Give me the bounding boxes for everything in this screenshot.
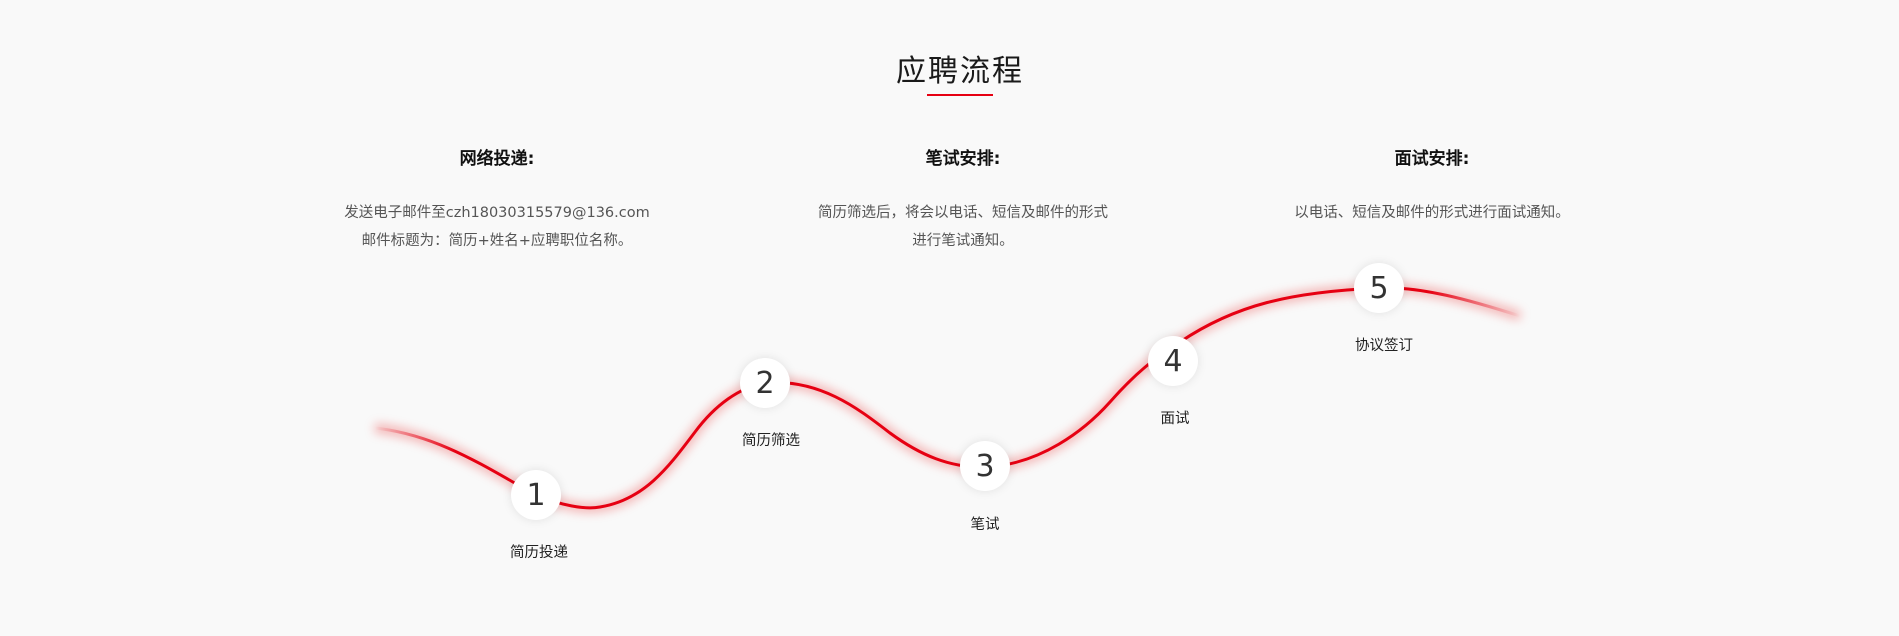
step-number: 2: [755, 365, 775, 401]
info-heading: 笔试安排:: [925, 149, 1001, 169]
step-1-circle: 1: [511, 470, 561, 520]
info-line: 发送电子邮件至czh18030315579@136.com: [344, 205, 650, 221]
info-column-written-test: 笔试安排: 简历筛选后，将会以电话、短信及邮件的形式 进行笔试通知。: [793, 144, 1133, 255]
step-4-label: 面试: [1160, 411, 1190, 427]
title-underline: [927, 94, 993, 96]
section-title: 应聘流程: [896, 54, 1024, 89]
info-heading: 网络投递:: [459, 149, 535, 169]
info-line: 邮件标题为：简历+姓名+应聘职位名称。: [361, 233, 633, 249]
info-line: 以电话、短信及邮件的形式进行面试通知。: [1294, 205, 1570, 221]
step-number: 3: [975, 448, 995, 484]
info-line: 进行笔试通知。: [912, 233, 1014, 249]
step-2-label: 简历筛选: [742, 433, 800, 449]
info-column-online-application: 网络投递: 发送电子邮件至czh18030315579@136.com 邮件标题…: [327, 144, 667, 255]
step-3-circle: 3: [960, 441, 1010, 491]
info-text: 发送电子邮件至czh18030315579@136.com 邮件标题为：简历+姓…: [327, 199, 667, 255]
step-1-label: 简历投递: [510, 545, 568, 561]
info-text: 以电话、短信及邮件的形式进行面试通知。: [1262, 199, 1602, 227]
step-number: 5: [1369, 270, 1389, 306]
info-line: 简历筛选后，将会以电话、短信及邮件的形式: [818, 205, 1108, 221]
step-number: 1: [526, 477, 546, 513]
step-number: 4: [1163, 343, 1183, 379]
step-5-circle: 5: [1354, 263, 1404, 313]
step-4-circle: 4: [1148, 336, 1198, 386]
step-5-label: 协议签订: [1355, 338, 1413, 354]
info-text: 简历筛选后，将会以电话、短信及邮件的形式 进行笔试通知。: [793, 199, 1133, 255]
step-2-circle: 2: [740, 358, 790, 408]
info-column-interview: 面试安排: 以电话、短信及邮件的形式进行面试通知。: [1262, 144, 1602, 227]
info-heading: 面试安排:: [1394, 149, 1470, 169]
step-3-label: 笔试: [970, 517, 1000, 533]
